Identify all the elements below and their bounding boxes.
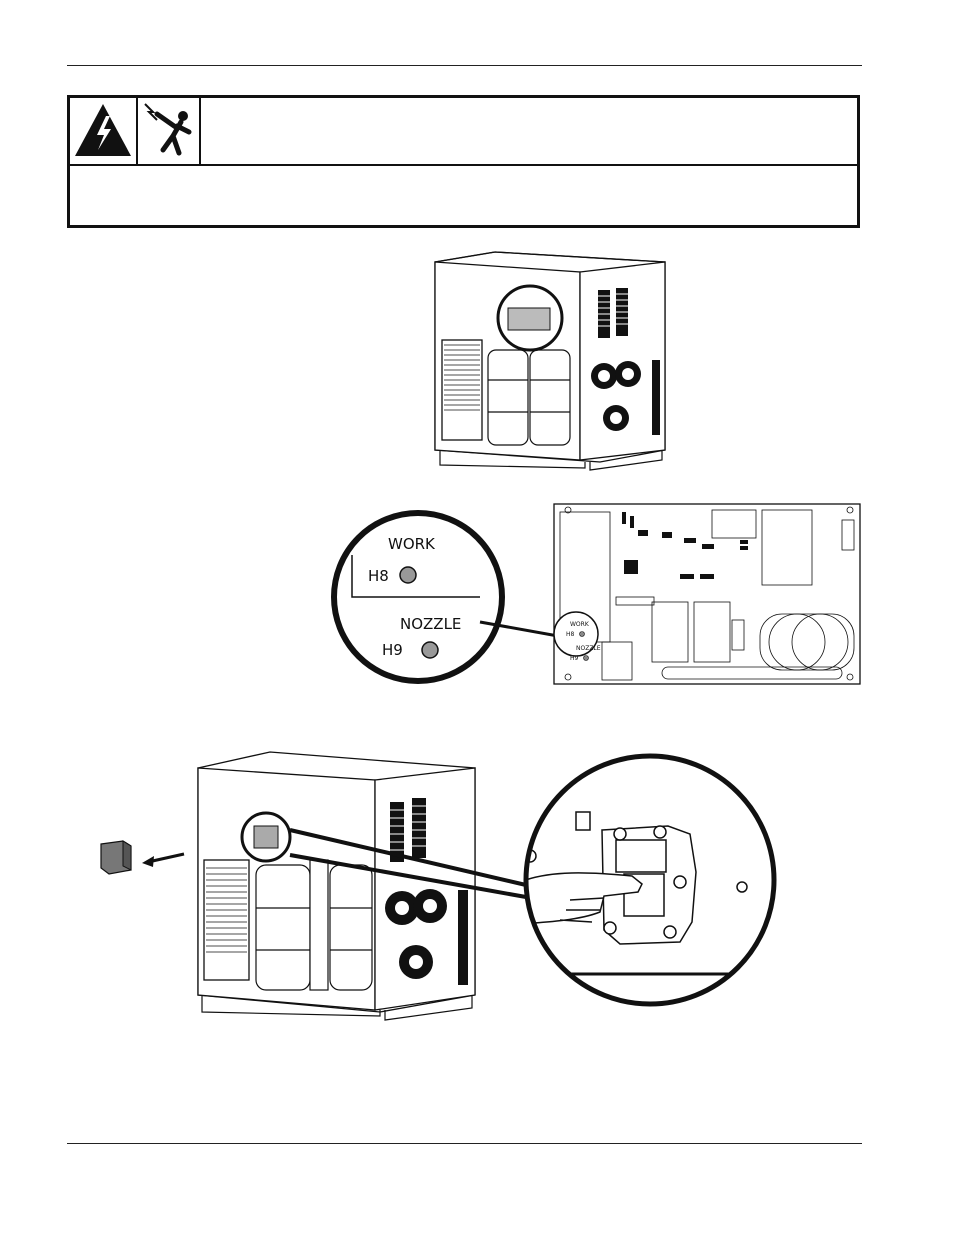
footer-rule bbox=[67, 1143, 862, 1144]
cabinet-access-illustration bbox=[197, 751, 476, 1021]
callout-h8-label: H8 bbox=[368, 567, 389, 585]
header-rule bbox=[67, 65, 862, 66]
electrocution-hazard-icon bbox=[144, 103, 192, 156]
warning-icons-cell bbox=[70, 98, 201, 165]
warning-divider bbox=[70, 164, 857, 166]
callout-work-label: WORK bbox=[388, 535, 436, 553]
electric-shock-warning-icon bbox=[75, 104, 131, 156]
removed-cover-panel bbox=[100, 840, 132, 875]
board-nozzle-label: NOZZLE bbox=[576, 645, 601, 652]
icon-separator bbox=[136, 98, 138, 165]
detail-leader-lines bbox=[289, 828, 527, 899]
callout-leader-line bbox=[479, 620, 559, 638]
board-callout-zoom: WORK H8 NOZZLE H9 bbox=[331, 510, 505, 684]
callout-nozzle-label: NOZZLE bbox=[400, 615, 461, 633]
board-work-label: WORK bbox=[570, 621, 590, 628]
cabinet-overview-illustration bbox=[434, 251, 666, 471]
board-h8-label: H8 bbox=[566, 631, 575, 638]
callout-h9-label: H9 bbox=[382, 641, 403, 659]
circuit-board-illustration: WORK H8 NOZZLE H9 bbox=[553, 503, 861, 685]
board-h9-label: H9 bbox=[570, 655, 579, 662]
h9-test-point bbox=[421, 641, 439, 659]
removal-arrow-icon bbox=[142, 852, 185, 867]
connector-detail-zoom bbox=[523, 753, 777, 1007]
h8-test-point bbox=[399, 566, 417, 584]
warning-box bbox=[67, 95, 860, 228]
